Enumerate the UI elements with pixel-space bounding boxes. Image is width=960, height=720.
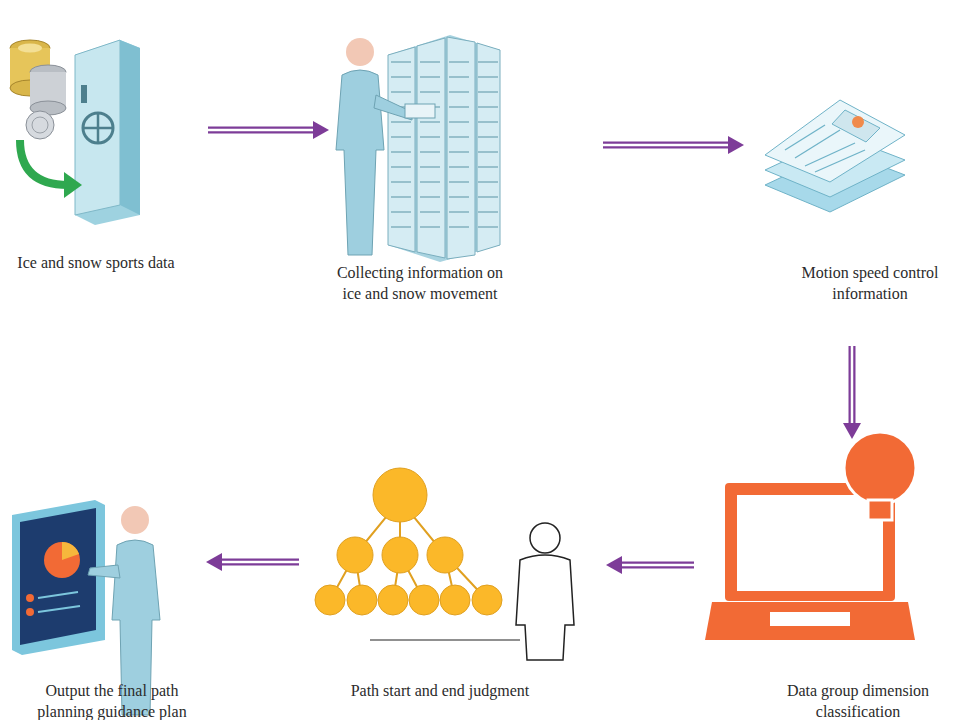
step-caption: Ice and snow sports data [6, 252, 186, 273]
arrow-shaft [851, 346, 854, 425]
arrow-shaft [603, 144, 730, 147]
laptop-icon [705, 432, 916, 640]
arrow-head [606, 556, 622, 574]
process-step: Motion speed control information [750, 90, 950, 340]
process-step: Collecting information on ice and snow m… [335, 30, 597, 310]
process-step: Output the final path planning guidance … [5, 495, 200, 715]
server-icon [336, 35, 500, 262]
arrow-shaft [220, 561, 299, 564]
arrow-head [728, 136, 744, 154]
arrow-shaft [620, 562, 694, 569]
flow-arrow [603, 136, 744, 154]
safe-icon [10, 40, 140, 225]
arrow-shaft [220, 559, 299, 566]
document-icon [765, 100, 905, 212]
process-step: Data group dimension classification [700, 445, 950, 715]
flow-arrow [206, 553, 299, 571]
arrow-shaft [620, 564, 694, 567]
arrow-head [206, 553, 222, 571]
process-step: Path start and end judgment [305, 455, 600, 715]
step-caption: Collecting information on ice and snow m… [335, 262, 505, 304]
process-step: Ice and snow sports data [6, 40, 202, 325]
arrow-shaft [603, 142, 730, 149]
flow-arrow [208, 121, 329, 139]
step-caption: Output the final path planning guidance … [17, 680, 207, 720]
step-caption: Path start and end judgment [345, 680, 535, 701]
arrow-shaft [849, 346, 856, 425]
step-caption: Motion speed control information [780, 262, 960, 304]
arrow-head [313, 121, 329, 139]
step-caption: Data group dimension classification [768, 680, 948, 720]
arrow-shaft [208, 127, 315, 134]
arrow-shaft [208, 129, 315, 132]
arrow-head [843, 423, 861, 439]
flow-arrow [606, 556, 694, 574]
tree-icon [315, 468, 574, 660]
flow-arrow [843, 346, 861, 439]
